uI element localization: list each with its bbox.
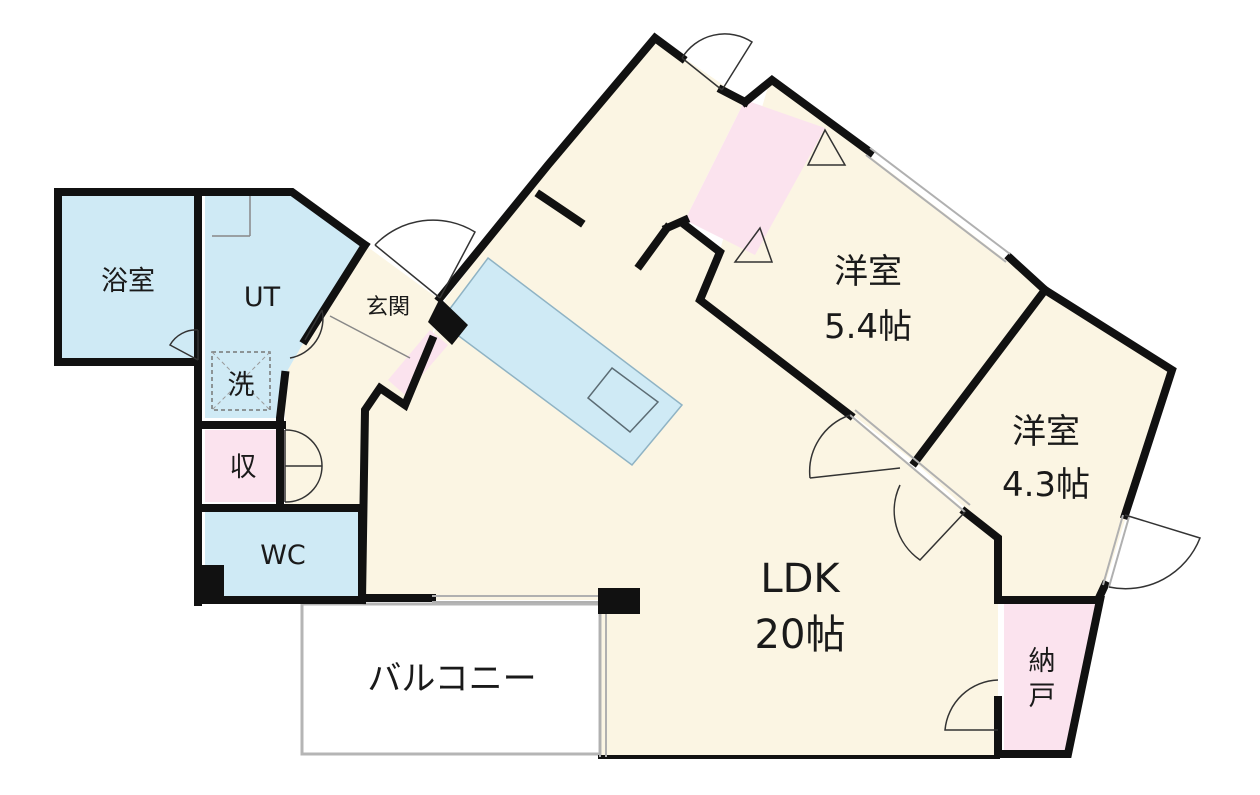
room-labels: 浴室 UT 洗 収 WC 玄関 洋室 5.4帖 洋室 4.3帖 LDK 20帖 … <box>101 252 1090 712</box>
wc-floor <box>205 512 362 598</box>
bath-door-swing <box>168 329 199 361</box>
entrance-door-swing <box>374 219 476 299</box>
nando-door-swing <box>944 679 999 731</box>
western-room-1-name: 洋室 <box>834 252 902 292</box>
kitchen-counter <box>438 256 684 467</box>
bedroom-door-swing <box>1108 514 1201 590</box>
storage-door-swing <box>284 429 323 503</box>
walls <box>54 32 1177 759</box>
entrance-floor <box>285 245 440 505</box>
ut-label: UT <box>244 282 281 313</box>
ldk-door-2-swing <box>893 484 966 561</box>
nando-label-1: 納 <box>1029 646 1056 677</box>
entrance-label: 玄関 <box>366 295 410 320</box>
entrance-step <box>212 196 411 359</box>
doors <box>168 33 1201 731</box>
ldk-floor <box>365 38 998 757</box>
washer-label: 洗 <box>228 370 255 401</box>
storage-label: 収 <box>230 452 257 483</box>
ldk-door-1-swing <box>808 414 901 479</box>
closet-door-1 <box>806 128 847 166</box>
closet-door-2 <box>733 226 774 263</box>
western-room-2-size: 4.3帖 <box>1002 465 1090 505</box>
balcony <box>300 602 602 756</box>
closet-1-floor <box>685 100 825 255</box>
western-room-1-size: 5.4帖 <box>824 307 912 347</box>
kitchen-sink <box>586 366 660 434</box>
storage-floor <box>205 430 285 502</box>
western-room-2-name: 洋室 <box>1012 412 1080 452</box>
balcony-label: バルコニー <box>367 659 536 699</box>
bath-label: 浴室 <box>101 266 155 297</box>
ut-floor <box>205 192 365 418</box>
pillars <box>196 298 640 614</box>
north-door-swing <box>681 33 754 91</box>
washer-pan <box>211 351 271 411</box>
bath-floor <box>58 192 198 362</box>
windows <box>432 147 1130 757</box>
floors <box>58 38 1172 757</box>
ldk-name: LDK <box>760 556 841 602</box>
nando-label-2: 戸 <box>1029 681 1056 712</box>
wc-label: WC <box>260 540 306 571</box>
ut-door-swing <box>289 309 324 359</box>
western-room-2-floor <box>915 290 1172 600</box>
ldk-size: 20帖 <box>755 612 846 658</box>
